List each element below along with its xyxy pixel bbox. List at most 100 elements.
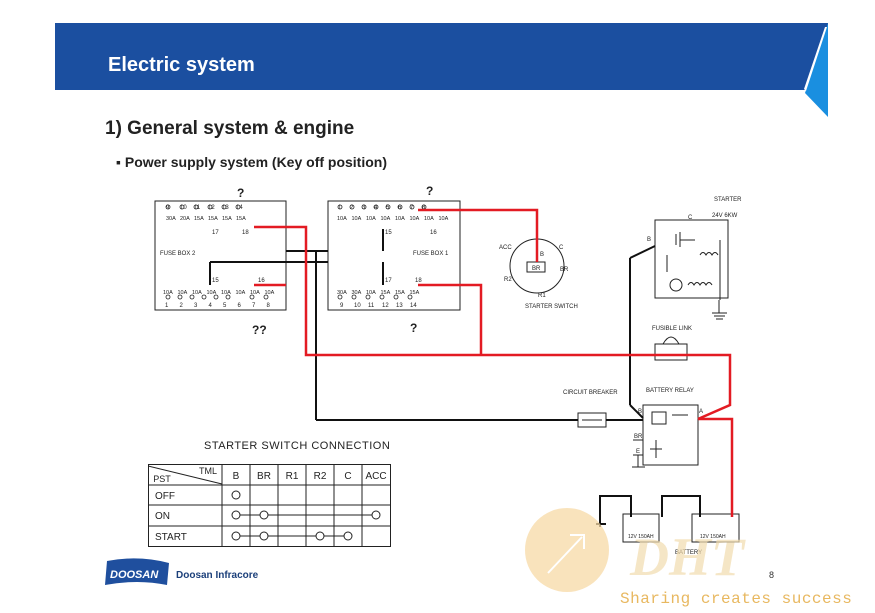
table-column-header: R1 xyxy=(286,471,299,482)
fuse-number: 12 xyxy=(382,303,389,309)
starter-spec: 24V 6KW xyxy=(712,213,738,219)
fuse-rating: 10A xyxy=(439,216,449,222)
fuse-number: 15 xyxy=(212,278,219,284)
table-column-header: ACC xyxy=(365,471,386,482)
connection-dot xyxy=(343,531,353,541)
relay-terminal-a: A xyxy=(699,409,703,415)
fuse-rating: 10A xyxy=(236,290,246,296)
banner-accent xyxy=(804,23,828,117)
fuse-rating: 15A xyxy=(236,216,246,222)
fuse-number: 11 xyxy=(368,303,375,309)
fusible-link xyxy=(654,343,688,361)
svg-text:DOOSAN: DOOSAN xyxy=(110,569,159,581)
fuse-number: 18 xyxy=(415,278,422,284)
fuse-rating: 10A xyxy=(163,290,173,296)
fuse-number: 13 xyxy=(222,205,229,211)
fuse-number: 6 xyxy=(238,303,242,309)
connection-dot xyxy=(231,531,241,541)
table-row-label: ON xyxy=(155,511,170,522)
fuse-box-1-label: FUSE BOX 1 xyxy=(413,251,449,257)
fuse-rating: 10A xyxy=(192,290,202,296)
fuse-box-2-top-marker: ? xyxy=(237,186,244,200)
title-banner: Electric system xyxy=(55,23,828,90)
fuse-number: 18 xyxy=(242,230,249,236)
fuse-number: 16 xyxy=(258,278,265,284)
battery-label: BATTERY xyxy=(675,550,702,556)
fuse-number: 2 xyxy=(350,205,354,211)
connection-table-title: STARTER SWITCH CONNECTION xyxy=(204,440,391,452)
fuse-rating: 10A xyxy=(250,290,260,296)
battery-relay xyxy=(642,404,699,466)
connection-dot xyxy=(371,510,381,520)
starter-terminal-c: C xyxy=(688,215,693,221)
circuit-breaker-label: CIRCUIT BREAKER xyxy=(563,390,618,396)
battery-cell-2-label: 12V 150AH xyxy=(700,534,726,540)
fuse-rating: 10A xyxy=(265,290,275,296)
table-row-label: START xyxy=(155,532,187,543)
terminal-br: BR xyxy=(560,267,569,273)
battery-cell-1 xyxy=(622,513,660,543)
fuse-rating: 10A xyxy=(366,216,376,222)
fuse-rating: 10A xyxy=(395,216,405,222)
fuse-rating: 10A xyxy=(381,216,391,222)
fuse-rating: 15A xyxy=(208,216,218,222)
table-column-header: B xyxy=(233,471,240,482)
page-number: 8 xyxy=(769,570,775,580)
fuse-number: 5 xyxy=(386,205,390,211)
fuse-number: 3 xyxy=(362,205,366,211)
fuse-rating: 15A xyxy=(194,216,204,222)
fuse-number: 6 xyxy=(398,205,402,211)
battery-relay-label: BATTERY RELAY xyxy=(646,388,694,394)
fuse-number: 8 xyxy=(267,303,271,309)
fuse-number: 10 xyxy=(180,205,187,211)
connection-dot xyxy=(259,531,269,541)
fuse-number: 3 xyxy=(194,303,198,309)
fuse-box-2 xyxy=(154,200,287,311)
relay-terminal-b: B xyxy=(638,409,642,415)
fuse-rating: 10A xyxy=(207,290,217,296)
table-column-header: R2 xyxy=(314,471,327,482)
fuse-rating: 20A xyxy=(180,216,190,222)
fuse-rating: 15A xyxy=(410,290,420,296)
terminal-r2: R2 xyxy=(504,277,512,283)
fuse-number: 4 xyxy=(374,205,378,211)
starter-terminal-b: B xyxy=(647,237,651,243)
svg-text:DHT: DHT xyxy=(629,527,746,587)
fuse-box-1 xyxy=(327,200,461,311)
fuse-box-1-top-marker: ? xyxy=(426,184,433,198)
fusible-link-label: FUSIBLE LINK xyxy=(652,326,692,332)
table-corner-tml: TML xyxy=(199,466,217,476)
terminal-c: C xyxy=(559,245,564,251)
fuse-number: 7 xyxy=(410,205,414,211)
fuse-box-1-bottom-marker: ? xyxy=(410,321,417,335)
fuse-number: 4 xyxy=(209,303,213,309)
fuse-rating: 10A xyxy=(424,216,434,222)
watermark-slogan: Sharing creates success xyxy=(620,590,853,608)
fuse-rating: 10A xyxy=(221,290,231,296)
fuse-number: 14 xyxy=(236,205,243,211)
table-row-label: OFF xyxy=(155,491,175,502)
fuse-rating: 10A xyxy=(337,216,347,222)
battery-cell-1-label: 12V 150AH xyxy=(628,534,654,540)
starter-switch-label: STARTER SWITCH xyxy=(525,304,578,310)
fuse-number: 2 xyxy=(180,303,184,309)
fuse-rating: 10A xyxy=(410,216,420,222)
watermark-logo: DHT xyxy=(525,508,746,592)
fuse-number: 14 xyxy=(410,303,417,309)
fuse-rating: 10A xyxy=(366,290,376,296)
table-corner-pst: PST xyxy=(153,474,171,484)
section-heading: 1) General system & engine xyxy=(105,118,355,139)
fuse-rating: 10A xyxy=(178,290,188,296)
fuse-number: 12 xyxy=(208,205,215,211)
fuse-rating: 15A xyxy=(222,216,232,222)
fuse-number: 5 xyxy=(223,303,227,309)
terminal-acc: ACC xyxy=(499,245,512,251)
relay-terminal-e: E xyxy=(636,449,640,455)
battery-cell-2 xyxy=(691,513,740,543)
fuse-number: 8 xyxy=(422,205,426,211)
table-column-header: C xyxy=(344,471,351,482)
fuse-rating: 15A xyxy=(381,290,391,296)
fuse-number: 7 xyxy=(252,303,256,309)
